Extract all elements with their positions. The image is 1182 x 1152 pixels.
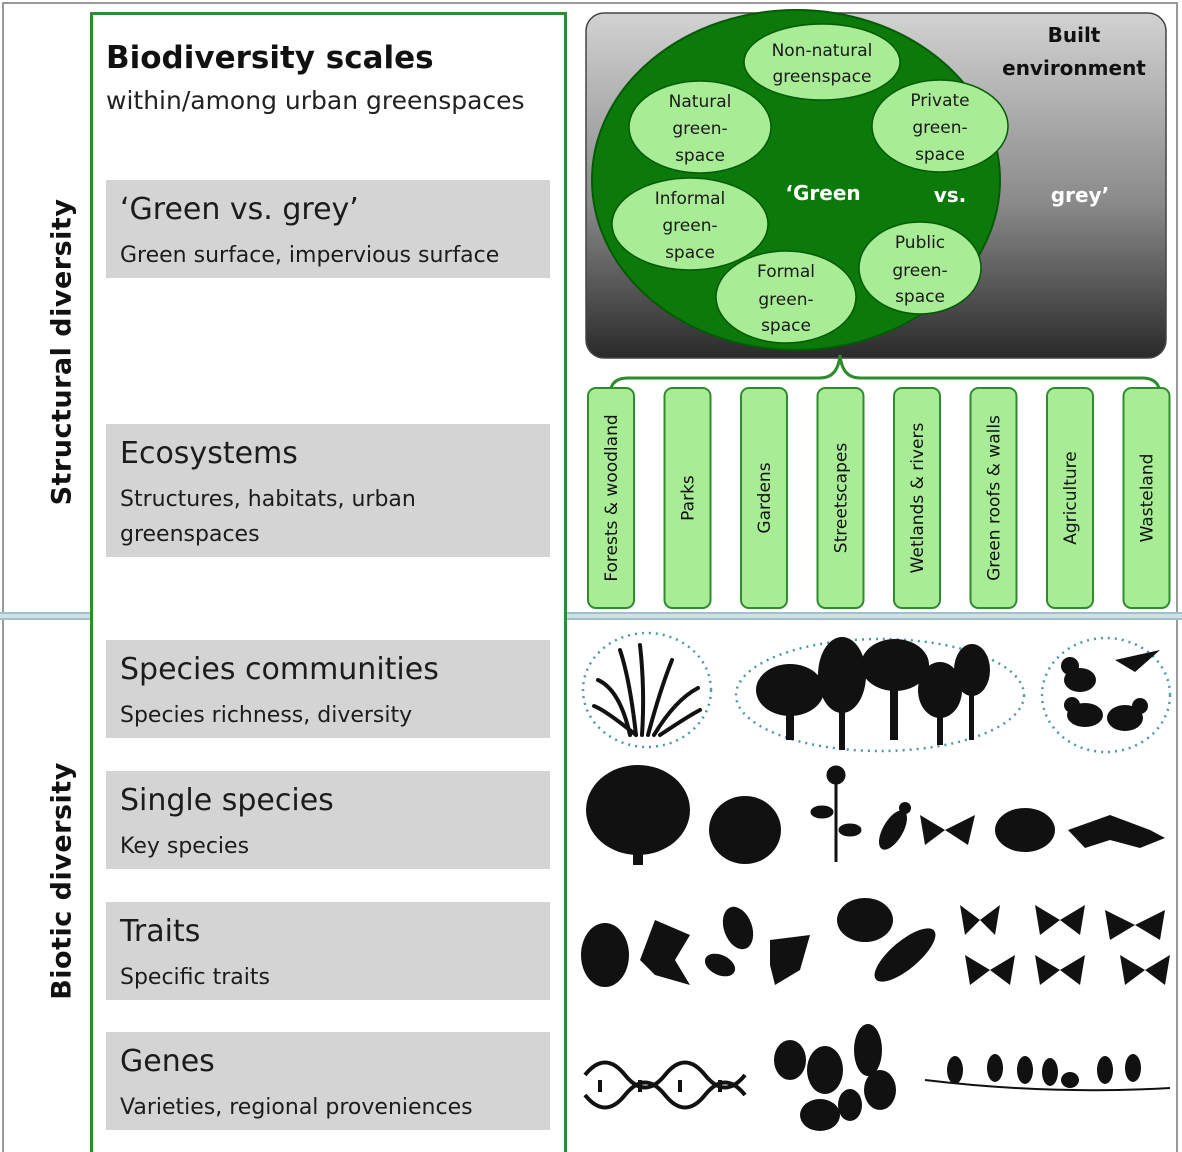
svg-text:Non-natural: Non-natural: [772, 41, 873, 61]
biotic-diversity-label: Biotic diversity: [46, 762, 78, 1000]
birds-icon: [1061, 650, 1160, 731]
svg-text:Private: Private: [910, 91, 969, 111]
figure-title: Biodiversity scales: [106, 40, 434, 76]
butterfly-icon: [920, 815, 975, 845]
scale-box-species-communities: Species communities Species richness, di…: [106, 640, 550, 738]
scale-box-ecosystems: Ecosystems Structures, habitats, urban g…: [106, 424, 550, 557]
scale-heading: Genes: [120, 1044, 215, 1079]
svg-text:Informal: Informal: [655, 189, 726, 209]
dna-icon: [583, 1060, 747, 1110]
biotic-frame: [2, 620, 1178, 1152]
vs-label: vs.: [934, 183, 967, 207]
shrub-icon: [709, 796, 781, 864]
ecosystem-pill: Wetlands & rivers: [893, 387, 941, 609]
greenspace-public: Public green- space: [858, 221, 982, 315]
svg-text:space: space: [761, 316, 811, 336]
scale-box-genes: Genes Varieties, regional proveniences: [106, 1032, 550, 1130]
community-outline: [734, 637, 1026, 753]
ecosystem-pill: Gardens: [740, 387, 788, 609]
bird-icon: [879, 802, 911, 850]
ecosystem-label: Forests & woodland: [602, 414, 622, 581]
svg-text:green-: green-: [672, 119, 727, 139]
scale-box-green-grey: ‘Green vs. grey’ Green surface, impervio…: [106, 180, 550, 278]
svg-text:space: space: [915, 145, 965, 165]
scale-heading: ‘Green vs. grey’: [120, 192, 359, 227]
ecosystem-label: Wetlands & rivers: [908, 423, 928, 574]
ecosystem-label: Gardens: [755, 462, 775, 533]
bat-icon: [1068, 815, 1165, 848]
ecosystem-pills: Forests & woodland Parks Gardens Streetscap…: [587, 387, 1171, 609]
raccoon-icon: [995, 808, 1055, 852]
svg-text:Natural: Natural: [669, 92, 732, 112]
birds-on-wire-icon: [924, 1054, 1171, 1092]
structural-diversity-label: Structural diversity: [46, 198, 78, 506]
grass-icon: [592, 643, 702, 737]
ecosystem-pill: Forests & woodland: [587, 387, 635, 609]
greenspace-natural: Natural green- space: [628, 80, 772, 174]
built-environment-label: Built: [1048, 23, 1101, 47]
green-label: ‘Green: [785, 181, 860, 205]
greenspace-private: Private green- space: [871, 79, 1009, 173]
scale-box-traits: Traits Specific traits: [106, 902, 550, 1000]
scale-box-single-species: Single species Key species: [106, 771, 550, 869]
ecosystem-pill: Parks: [663, 387, 712, 609]
scale-description: Species richness, diversity: [120, 703, 413, 728]
community-outline: [1040, 636, 1172, 754]
grey-label: grey’: [1051, 183, 1109, 207]
svg-text:space: space: [895, 287, 945, 307]
ecosystem-label: Green roofs & walls: [985, 415, 1005, 581]
community-outline: [581, 631, 713, 749]
scale-description: Specific traits: [120, 965, 270, 990]
structural-frame: [2, 2, 1178, 614]
ecosystem-label: Parks: [679, 475, 699, 521]
ecosystem-label: Streetscapes: [832, 443, 852, 554]
scale-description-line: Structures, habitats, urban: [120, 487, 416, 512]
butterflies-icon: [960, 905, 1170, 985]
flower-icon: [810, 765, 862, 862]
section-divider: [0, 612, 1182, 620]
ecosystem-label: Agriculture: [1061, 451, 1081, 545]
ecosystem-pill: Wasteland: [1122, 387, 1171, 609]
greenspace-non-natural: Non-natural greenspace: [743, 23, 901, 101]
svg-text:space: space: [665, 243, 715, 263]
ecosystem-pill: Agriculture: [1046, 387, 1094, 609]
trees-icon: [756, 637, 990, 750]
scale-heading: Species communities: [120, 652, 439, 687]
brace-connector: [608, 354, 1162, 396]
built-environment-label: environment: [1002, 56, 1146, 80]
svg-text:Formal: Formal: [757, 262, 815, 282]
svg-text:Public: Public: [895, 233, 945, 253]
svg-text:green-: green-: [758, 290, 813, 310]
oak-leaves-icon: [774, 1024, 896, 1131]
scale-description: Varieties, regional proveniences: [120, 1095, 473, 1120]
scale-description: Green surface, impervious surface: [120, 243, 500, 268]
svg-text:space: space: [675, 146, 725, 166]
svg-text:green-: green-: [662, 216, 717, 236]
ecosystem-pill: Green roofs & walls: [969, 387, 1018, 609]
svg-text:green-: green-: [912, 118, 967, 138]
scale-heading: Ecosystems: [120, 436, 298, 471]
tree-icon: [586, 765, 690, 865]
ecosystem-pill: Streetscapes: [816, 387, 865, 609]
figure-subtitle: within/among urban greenspaces: [106, 86, 525, 115]
scale-heading: Single species: [120, 783, 334, 818]
scale-heading: Traits: [120, 914, 201, 949]
scale-description: Key species: [120, 834, 250, 859]
ecosystem-label: Wasteland: [1138, 454, 1158, 543]
greenspace-informal: Informal green- space: [611, 177, 769, 271]
leaves-icon: [581, 898, 936, 987]
svg-text:green-: green-: [892, 261, 947, 281]
scale-description-line: greenspaces: [120, 522, 260, 547]
greenspace-formal: Formal green- space: [715, 250, 857, 344]
svg-text:greenspace: greenspace: [773, 67, 872, 87]
